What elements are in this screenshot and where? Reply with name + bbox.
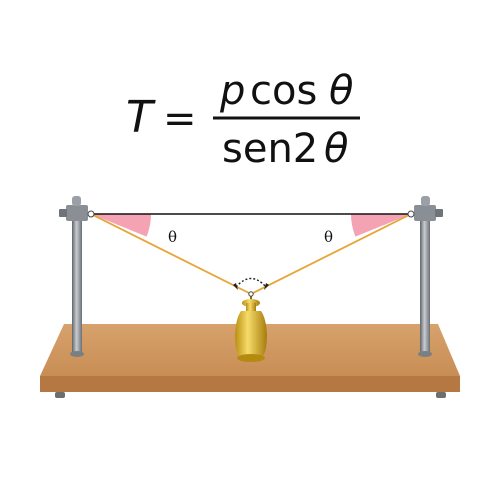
left-angle-label: θ — [168, 228, 177, 246]
formula-denominator-arg: θ — [324, 126, 348, 172]
right-string — [250, 213, 412, 295]
left-pivot-ring — [87, 210, 95, 218]
right-stand-rod — [414, 196, 443, 357]
formula-numerator-arg: θ — [329, 68, 353, 114]
formula-equals: = — [163, 96, 197, 142]
hanging-weight — [235, 291, 267, 362]
left-stand-rod — [59, 196, 88, 357]
tension-formula: T = p cos θ sen2 θ — [126, 68, 360, 172]
formula-lhs: T — [126, 92, 156, 143]
formula-numerator-var: p — [219, 68, 245, 114]
vertex-angle-arc — [233, 277, 269, 290]
left-string — [90, 213, 252, 295]
right-angle-label: θ — [324, 228, 333, 246]
right-angle-sector — [350, 214, 411, 237]
right-pivot-ring — [407, 210, 415, 218]
formula-denominator-func: sen2 — [222, 126, 318, 172]
formula-numerator-func: cos — [250, 68, 317, 114]
left-angle-sector — [91, 214, 152, 237]
